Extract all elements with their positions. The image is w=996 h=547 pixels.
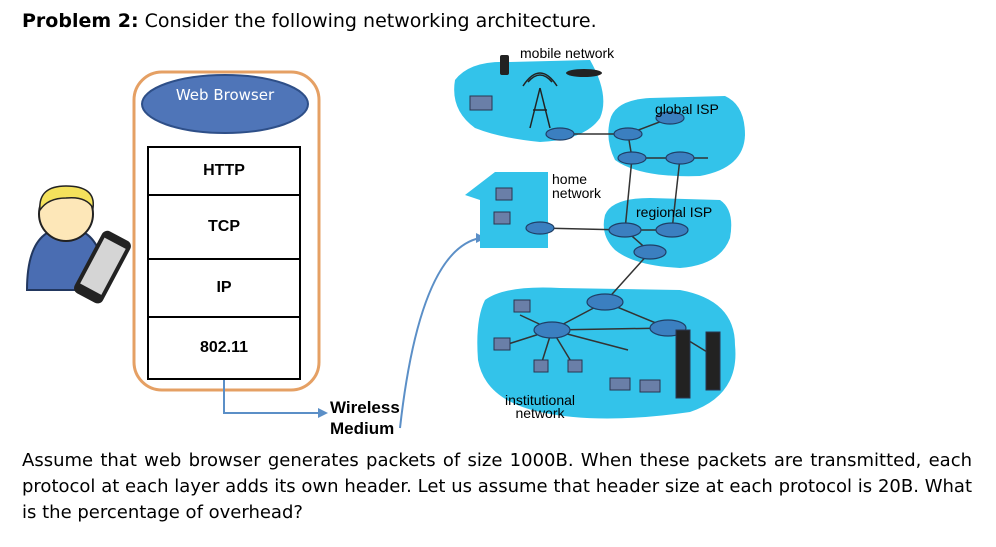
host-icons — [469, 95, 721, 399]
problem-label: Problem 2: — [22, 10, 139, 32]
layer-80211-label: 802.11 — [199, 339, 249, 356]
layer-ip: IP — [147, 258, 301, 318]
web-browser-ellipse — [141, 74, 309, 134]
medium-to-home-arrow — [399, 237, 481, 429]
cell-tower-icon — [522, 72, 558, 129]
problem-title: Problem 2: Consider the following networ… — [22, 10, 597, 32]
web-browser-label: Web Browser — [175, 86, 275, 104]
mobile-network-label: mobile network — [520, 45, 615, 61]
stack-container — [132, 70, 321, 392]
car-icon — [566, 69, 602, 77]
regional-isp-label: regional ISP — [636, 204, 713, 220]
layer-80211: 802.11 — [147, 316, 301, 380]
layer-ip-label: IP — [216, 279, 232, 296]
stack-to-medium-arrow — [223, 380, 318, 414]
mobile-phone-icon — [500, 55, 509, 75]
layer-tcp: TCP — [147, 194, 301, 260]
phone-icon — [74, 230, 131, 304]
home-network-label: home network — [552, 171, 602, 201]
layer-http-label: HTTP — [203, 162, 245, 179]
global-isp-label: global ISP — [655, 101, 719, 117]
layer-http: HTTP — [147, 146, 301, 196]
question-text: Assume that web browser generates packet… — [22, 450, 972, 523]
institutional-network-label: institutional network — [504, 392, 576, 421]
wireless-medium-label: Wireless Medium — [330, 398, 400, 438]
layer-tcp-label: TCP — [208, 218, 240, 235]
mobile-network-cloud — [454, 60, 604, 142]
problem-intro: Consider the following networking archit… — [144, 10, 597, 32]
